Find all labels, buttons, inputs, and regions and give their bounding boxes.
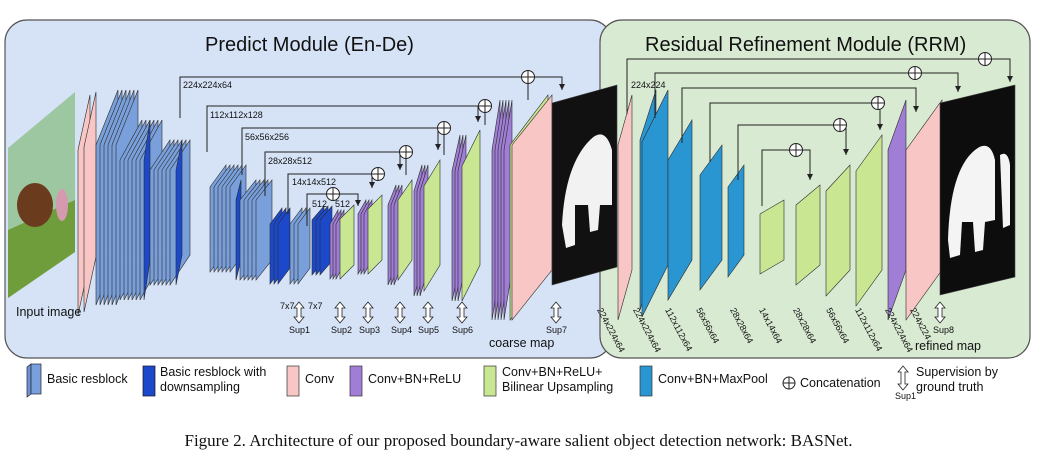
concatenation-icon [782, 376, 796, 390]
input-image-label: Input image [16, 305, 82, 319]
rrm-top-size: 224x224 [631, 80, 666, 90]
concatenation-icon [437, 121, 451, 135]
sup-label: Sup8 [933, 325, 955, 335]
upsample-layer [759, 199, 785, 275]
size-label: 512 [335, 199, 351, 209]
skip-line [737, 124, 849, 180]
supervision-arrow [362, 301, 374, 324]
upsample-layer [423, 158, 441, 293]
concatenation-icon [478, 99, 492, 113]
skip-line [264, 151, 403, 196]
sup-label: Sup4 [391, 325, 413, 335]
skip-line [626, 58, 1013, 114]
kernel-label: 7x7 [280, 301, 295, 311]
skip-line [241, 127, 441, 175]
sup-label: Sup3 [359, 325, 381, 335]
supervision-arrow [394, 301, 406, 324]
size-label: 512 [312, 199, 328, 209]
maxpool-layer [699, 144, 723, 291]
concatenation-icon [326, 187, 340, 201]
input-image [8, 92, 75, 298]
skip-line [761, 149, 813, 206]
concatenation-icon [399, 145, 413, 159]
upsample-layer [461, 129, 481, 302]
sup-label: Sup2 [331, 325, 353, 335]
conv-bn-relu-icon [349, 365, 363, 397]
concatenation-icon [371, 167, 385, 181]
legend-conv-bn-relu: Conv+BN+ReLU [368, 372, 462, 386]
size-label: 112x112x128 [210, 110, 263, 120]
skip-line [179, 76, 565, 118]
sup-label: Sup1 [289, 325, 311, 335]
upsample-layer [795, 184, 821, 286]
concatenation-icon [978, 52, 992, 66]
size-label: 28x28x512 [268, 156, 313, 166]
legend-conv-bn-maxpool: Conv+BN+MaxPool [658, 372, 768, 386]
sup-label: Sup7 [546, 325, 568, 335]
kernel-label: 7x7 [308, 301, 323, 311]
upsample-layer [825, 164, 851, 297]
concatenation-icon [871, 96, 885, 110]
upsample-layer [397, 179, 413, 281]
upsample-layer [855, 134, 883, 307]
coarse-map-label: coarse map [489, 336, 555, 350]
legend-conv-bn-relu-upsampling: Conv+BN+ReLU+ Bilinear Upsampling [502, 365, 614, 394]
coarse-map-silhouette [562, 134, 612, 248]
sup-label: Sup6 [452, 325, 474, 335]
predict-module-title: Predict Module (En-De) [205, 34, 414, 56]
legend-conv: Conv [305, 372, 335, 386]
legend-basic-resblock: Basic resblock [47, 372, 128, 386]
concatenation-icon [908, 66, 922, 80]
resblock-layer [297, 207, 311, 285]
skip-line [709, 102, 883, 162]
basic-resblock-downsampling-icon [142, 365, 156, 397]
legend-sup-label: Sup1 [895, 391, 917, 401]
figure-caption: Figure 2. Architecture of our proposed b… [184, 431, 853, 450]
concatenation-icon [521, 70, 535, 84]
refined-map-silhouette [948, 145, 1010, 258]
refined-map-label: refined map [915, 339, 982, 353]
concatenation-icon [789, 143, 803, 157]
legend-supervision: Supervision by ground truth [916, 365, 998, 394]
legend-icons [26, 363, 909, 398]
supervision-arrow [293, 301, 305, 324]
supervision-arrow [422, 301, 434, 324]
resblock-down-layer [175, 139, 183, 286]
maxpool-layer [727, 164, 745, 278]
upsample-layer [367, 194, 383, 275]
upsampling-icon [483, 365, 497, 397]
skip-line [654, 72, 961, 118]
sup-label: Sup5 [418, 325, 440, 335]
supervision-arrow [934, 301, 946, 324]
supervision-arrow [456, 301, 468, 324]
legend-basic-resblock-downsampling: Basic resblock with downsampling [160, 365, 267, 394]
maxpool-layer [667, 118, 693, 302]
basic-resblock-icon [26, 363, 42, 398]
skip-line [681, 87, 919, 143]
supervision-arrow [550, 301, 562, 324]
concatenation-icon [833, 118, 847, 132]
conv-icon [286, 365, 300, 397]
supervision-arrow [334, 301, 346, 324]
rrm-title: Residual Refinement Module (RRM) [645, 34, 967, 56]
skip-line [206, 105, 481, 152]
upsample-layer [339, 204, 355, 280]
size-label: 224x224x64 [183, 80, 233, 90]
supervision-icon [897, 365, 909, 391]
size-label: 56x56x256 [245, 132, 290, 142]
maxpool-icon [639, 365, 653, 397]
skip-line [287, 173, 375, 214]
size-label: 14x14x512 [292, 177, 337, 187]
legend-concatenation: Concatenation [800, 376, 881, 390]
